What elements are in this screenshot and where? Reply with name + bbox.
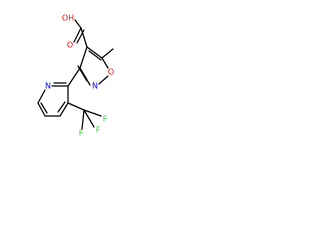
atom-labels-group: OH O O N N F F F xyxy=(45,14,114,138)
bond-c6-c5-2 xyxy=(40,102,48,114)
bond-cf3-f3 xyxy=(81,109,85,130)
bond-n-c6 xyxy=(37,89,46,104)
bond-cf3-f1 xyxy=(83,109,102,117)
bonds-group xyxy=(37,19,114,130)
bond-c5-o xyxy=(101,57,109,69)
atom-label-fluorine-3: F xyxy=(79,129,84,138)
bond-c3-cf3 xyxy=(67,102,85,111)
bond-c5-methyl xyxy=(101,48,114,59)
atom-label-ring-oxygen: O xyxy=(108,68,114,77)
bond-c3-c2py xyxy=(67,67,81,87)
bond-c4-c3-2 xyxy=(57,101,66,113)
atom-label-fluorine-2: F xyxy=(96,126,101,135)
bond-c-o-double-2 xyxy=(76,29,85,44)
atom-label-hydroxyl-oxygen: OH xyxy=(62,14,74,23)
bond-cf3-f2 xyxy=(83,109,95,128)
bond-c3-c4 xyxy=(79,46,88,69)
atom-label-carbonyl-oxygen: O xyxy=(67,41,73,50)
bond-c4-c5-1 xyxy=(86,46,103,59)
bond-o-n xyxy=(98,75,109,85)
atom-label-pyridine-nitrogen: N xyxy=(45,82,51,91)
atom-label-isoxazole-nitrogen: N xyxy=(92,82,98,91)
bond-c-oh xyxy=(74,19,82,29)
bond-c4-c5-2 xyxy=(88,50,102,61)
bond-c-o-double-1 xyxy=(73,27,82,43)
bond-c-c4 xyxy=(80,27,88,48)
molecule-drawing: OH O O N N F F F xyxy=(37,14,114,138)
bond-c6-c5-1 xyxy=(37,102,46,117)
atom-label-fluorine-1: F xyxy=(103,115,108,124)
structure-diagram: OH O O N N F F F xyxy=(0,0,152,152)
bond-c4-c3-1 xyxy=(59,102,69,117)
